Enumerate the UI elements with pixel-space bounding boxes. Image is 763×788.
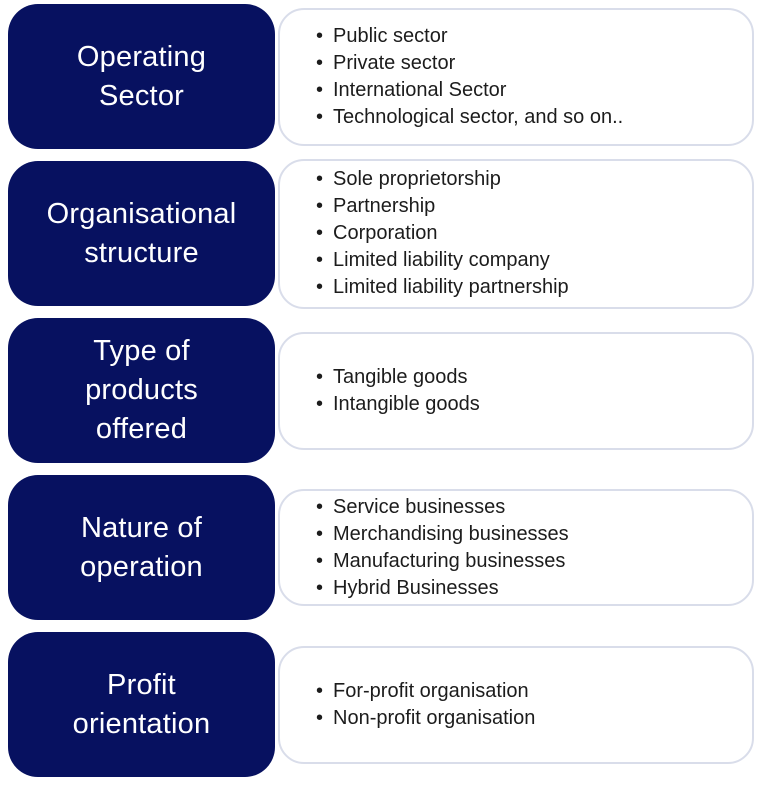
bullet-item: Technological sector, and so on.. — [316, 104, 623, 131]
bullet-item: Limited liability company — [316, 247, 569, 274]
bullet-item: Partnership — [316, 193, 569, 220]
detail-panel: For-profit organisationNon-profit organi… — [278, 645, 754, 764]
detail-panel: Sole proprietorshipPartnershipCorporatio… — [278, 158, 754, 309]
bullet-item: Limited liability partnership — [316, 274, 569, 301]
bullet-item: Private sector — [316, 50, 623, 77]
bullet-item: Service businesses — [316, 494, 569, 521]
bullet-item: Corporation — [316, 220, 569, 247]
category-box-organisational-structure: Organisational structure — [8, 161, 275, 306]
category-box-nature-of-operation: Nature of operation — [8, 475, 275, 620]
bullet-item: Hybrid Businesses — [316, 575, 569, 602]
category-label: Organisational structure — [46, 197, 237, 269]
diagram-row: Type of products offered Tangible goodsI… — [8, 318, 754, 463]
diagram-row: Nature of operation Service businessesMe… — [8, 475, 754, 620]
diagram-row: Operating Sector Public sectorPrivate se… — [8, 4, 754, 149]
bullet-item: Merchandising businesses — [316, 521, 569, 548]
bullet-item: Manufacturing businesses — [316, 548, 569, 575]
diagram-row: Organisational structure Sole proprietor… — [8, 158, 754, 309]
category-box-profit-orientation: Profit orientation — [8, 632, 275, 777]
bullet-item: Sole proprietorship — [316, 166, 569, 193]
bullet-item: Intangible goods — [316, 391, 480, 418]
category-box-operating-sector: Operating Sector — [8, 4, 275, 149]
bullet-item: International Sector — [316, 77, 623, 104]
bullet-item: Tangible goods — [316, 364, 480, 391]
bullet-item: Non-profit organisation — [316, 705, 535, 732]
detail-panel: Tangible goodsIntangible goods — [278, 331, 754, 450]
bullet-item: For-profit organisation — [316, 678, 535, 705]
bullet-list: Public sectorPrivate sectorInternational… — [280, 23, 633, 131]
bullet-list: Sole proprietorshipPartnershipCorporatio… — [280, 166, 579, 301]
category-box-type-of-products: Type of products offered — [8, 318, 275, 463]
diagram-row: Profit orientation For-profit organisati… — [8, 632, 754, 777]
bullet-list: Tangible goodsIntangible goods — [280, 364, 490, 418]
bullet-list: For-profit organisationNon-profit organi… — [280, 678, 545, 732]
bullet-item: Public sector — [316, 23, 623, 50]
bullet-list: Service businessesMerchandising business… — [280, 494, 579, 602]
category-label: Operating Sector — [76, 40, 207, 112]
detail-panel: Service businessesMerchandising business… — [278, 489, 754, 606]
detail-panel: Public sectorPrivate sectorInternational… — [278, 7, 754, 146]
category-label: Profit orientation — [72, 668, 211, 740]
category-label: Nature of operation — [80, 511, 203, 583]
category-label: Type of products offered — [85, 335, 198, 445]
